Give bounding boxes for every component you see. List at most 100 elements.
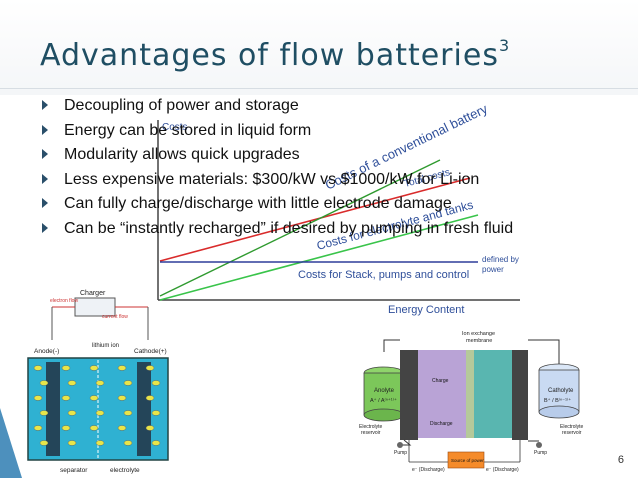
title-divider	[0, 88, 638, 89]
cathode-label: Cathode(+)	[134, 348, 167, 355]
bullet-item: Can fully charge/discharge with little e…	[42, 194, 513, 219]
lithium-ion-dot	[151, 380, 161, 386]
catholyte-label: Catholyte	[548, 388, 574, 394]
lithium-ion-dot	[33, 365, 43, 371]
bullet-list: Decoupling of power and storage Energy c…	[42, 96, 513, 243]
power-note: defined by power	[482, 255, 521, 274]
title-band	[0, 0, 638, 95]
slide-title: Advantages of flow batteries3	[40, 36, 510, 73]
lithium-ion-dot	[61, 425, 71, 431]
bullet-item: Energy can be stored in liquid form	[42, 121, 513, 146]
discharge-label: Discharge	[430, 421, 453, 427]
total-cost-line	[159, 177, 471, 262]
bullet-arrow-icon	[42, 149, 48, 159]
lithium-ion-particles	[33, 365, 161, 446]
corner-decoration	[0, 408, 22, 478]
anolyte-ions: A⁺ / A⁽ⁿ⁺¹⁾⁺	[370, 397, 397, 404]
lithium-ion-dot	[89, 365, 99, 371]
lithium-ion-dot	[89, 395, 99, 401]
e-right-label: e⁻ (Discharge)	[486, 467, 519, 473]
lithium-ion-dot	[145, 365, 155, 371]
right-return-pipe	[528, 339, 560, 364]
bullet-item: Decoupling of power and storage	[42, 96, 513, 121]
power-note-line2: power	[482, 265, 504, 274]
lithium-ion-dot	[151, 410, 161, 416]
bullet-arrow-icon	[42, 173, 48, 184]
bullet-arrow-icon	[42, 198, 48, 208]
ion-exchange-membrane	[466, 350, 474, 438]
lithium-ion-dot	[67, 380, 77, 386]
bullet-item: Modularity allows quick upgrades	[42, 145, 513, 170]
lithium-ion-dot	[95, 440, 105, 446]
pump-left-label: Pump	[394, 450, 407, 456]
lithium-ion-dot	[95, 410, 105, 416]
catholyte-tank-body	[538, 369, 580, 413]
current-flow-label: current flow	[102, 314, 128, 320]
right-electrode	[512, 350, 528, 440]
bullet-text: Can fully charge/discharge with little e…	[64, 195, 452, 212]
power-note-line1: defined by	[482, 255, 519, 264]
cathode-electrode	[137, 362, 151, 456]
bullet-text: Modularity allows quick upgrades	[64, 146, 300, 163]
separator-label: separator	[60, 467, 88, 474]
lithium-ion-dot	[151, 440, 161, 446]
lithium-ion-dot	[123, 380, 133, 386]
lithium-ion-dot	[61, 395, 71, 401]
pump-right-label: Pump	[534, 450, 547, 456]
electron-flow-label: electron flow	[50, 298, 78, 304]
chart-y-label: Costs	[162, 122, 188, 133]
lithium-ion-dot	[117, 365, 127, 371]
e-left-label: e⁻ (Discharge)	[412, 467, 445, 473]
anolyte-tank-body	[363, 372, 405, 416]
bullet-arrow-icon	[42, 124, 48, 135]
lithium-ion-label: lithium ion	[92, 343, 119, 349]
lithium-ion-dot	[33, 395, 43, 401]
charge-label: Charge	[432, 378, 449, 384]
lithium-ion-dot	[39, 410, 49, 416]
slide-title-text: Advantages of flow batteries	[40, 38, 499, 73]
lithium-ion-dot	[117, 425, 127, 431]
lithium-ion-dot	[123, 410, 133, 416]
bullet-text: Energy can be stored in liquid form	[64, 121, 312, 139]
power-source-box	[447, 451, 485, 469]
lithium-ion-dot	[61, 365, 71, 371]
anode-label: Anode(-)	[34, 348, 59, 355]
catholyte-ions: B⁺ / B⁽ⁿ⁻¹⁾⁺	[544, 397, 571, 404]
lithium-ion-dot	[33, 425, 43, 431]
bullet-item: Less expensive materials: $300/kW vs $10…	[42, 170, 513, 195]
lithium-ion-dot	[39, 440, 49, 446]
chart-x-label: Energy Content	[388, 304, 464, 316]
lithium-ion-dot	[117, 395, 127, 401]
lithium-ion-dot	[123, 440, 133, 446]
bullet-text: Can be “instantly recharged” if desired …	[64, 219, 514, 237]
lithium-ion-dot	[67, 410, 77, 416]
lithium-ion-dot	[89, 425, 99, 431]
anolyte-tank-bottom	[363, 408, 405, 422]
anolyte-label: Anolyte	[374, 388, 395, 394]
title-superscript: 3	[498, 36, 511, 55]
lithium-ion-dot	[145, 425, 155, 431]
left-electrode	[400, 350, 418, 440]
lithium-ion-dot	[145, 395, 155, 401]
lithium-ion-dot	[39, 380, 49, 386]
bullet-arrow-icon	[42, 222, 48, 233]
lithium-ion-dot	[95, 380, 105, 386]
stack-label: Costs for Stack, pumps and control	[298, 269, 469, 281]
catholyte-tank-bottom	[538, 405, 580, 419]
bullet-text: Decoupling of power and storage	[64, 97, 299, 114]
anode-electrode	[46, 362, 60, 456]
power-source-label: Source of power	[451, 458, 484, 463]
left-pump-icon	[397, 442, 403, 448]
bullet-arrow-icon	[42, 100, 48, 110]
conventional-cost-line	[159, 159, 441, 297]
electrolyte-label: electrolyte	[110, 467, 140, 474]
anolyte-half-cell	[418, 350, 466, 438]
charger-label: Charger	[80, 290, 106, 297]
